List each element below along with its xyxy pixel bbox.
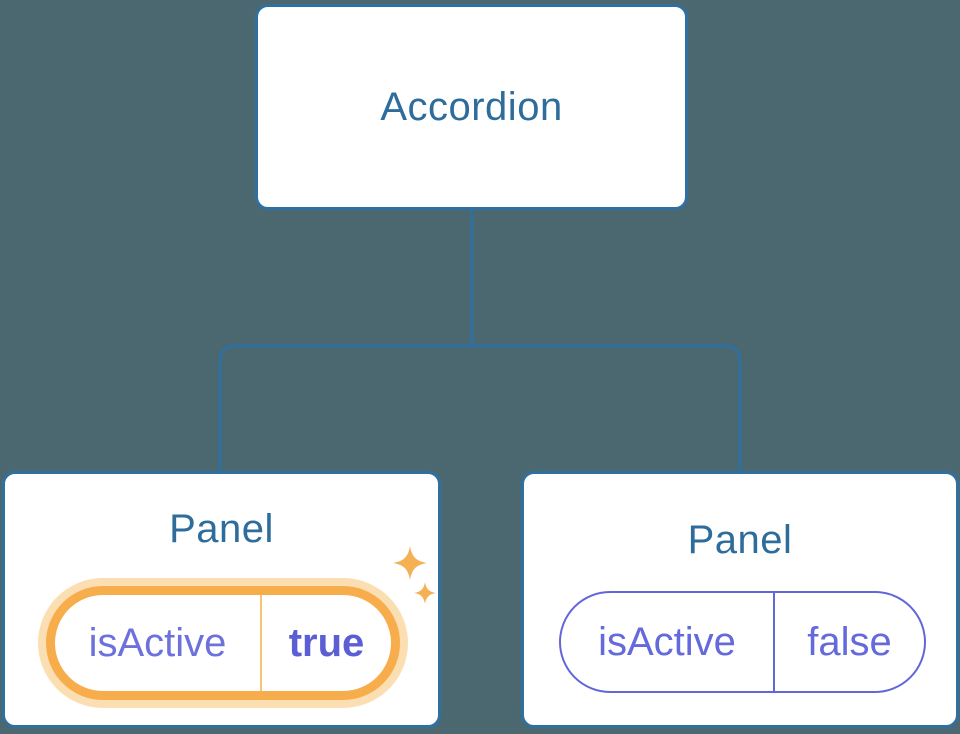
state-value-label: true xyxy=(288,620,365,665)
panel-node-title: Panel xyxy=(687,518,793,562)
panel-node-inactive: Panel isActive false xyxy=(521,471,959,728)
panel-node-active: Panel isActive true xyxy=(2,471,441,728)
state-pill-divider xyxy=(773,593,775,691)
state-name-label: isActive xyxy=(88,620,227,665)
state-pill-inactive: isActive false xyxy=(559,591,926,693)
state-pill-divider xyxy=(260,595,262,691)
state-value-label: false xyxy=(807,619,892,664)
accordion-node: Accordion xyxy=(255,4,688,210)
accordion-node-label: Accordion xyxy=(380,84,563,129)
state-pill-active: isActive true xyxy=(46,586,400,700)
sparkle-icon-large xyxy=(393,546,427,580)
panel-node-title: Panel xyxy=(169,507,274,551)
sparkle-icon-small xyxy=(414,582,436,604)
state-name-label: isActive xyxy=(598,619,736,664)
sparkles-decoration xyxy=(393,546,436,604)
